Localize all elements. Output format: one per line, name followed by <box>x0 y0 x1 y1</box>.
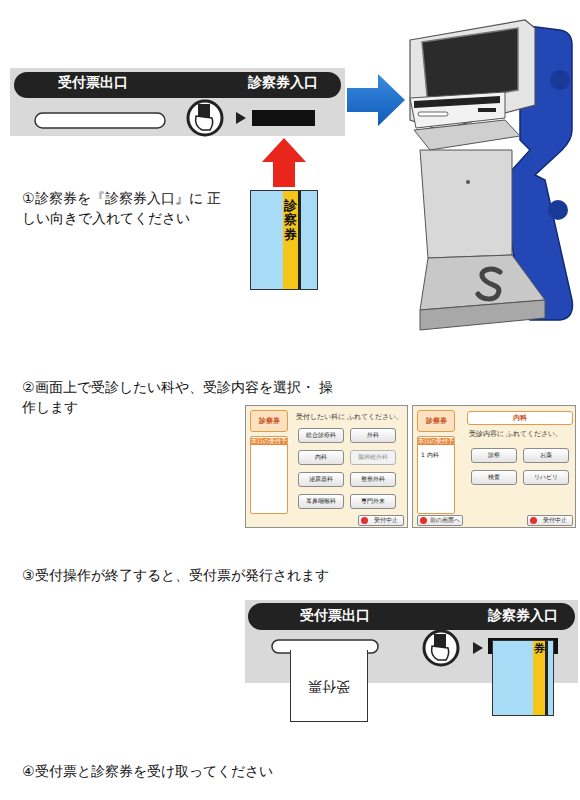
cancel-icon <box>530 517 537 524</box>
today-list: 本日の受付予定 1 内科 <box>417 436 455 514</box>
step-text: ①診察券を『診察券入口』に 正しい向きで入れてください <box>22 188 222 229</box>
node-text: 診察券入口 <box>248 74 318 92</box>
screen: 受診内容に ふれてください。 診察券本日の受付予定 1 内科 内科診察 お薬検査 リハビリ… <box>412 405 576 528</box>
kiosk-neck <box>414 120 520 150</box>
cancel-button: 受付中止 <box>527 515 573 526</box>
receipt-ticket: 受付票 <box>290 650 368 722</box>
red-arrow <box>262 138 306 187</box>
menu-button: 泌尿器科 <box>298 472 344 487</box>
today-list: 本日の受付予定 <box>250 436 288 514</box>
kiosk-speaker <box>548 200 568 220</box>
node-text: 診察券 <box>259 416 280 426</box>
node-text: 受診内容に ふれてください。 <box>469 430 562 439</box>
node-text: 内科 <box>513 413 527 423</box>
kiosk-card-slot <box>478 108 496 112</box>
back-button: 前の画面へ <box>417 515 463 526</box>
node-text: 内科 <box>315 453 327 462</box>
menu-button: 検査 <box>471 470 517 485</box>
node-text: 検査 <box>488 473 500 482</box>
node-text: 診察券入口 <box>488 607 558 625</box>
node-text: お薬 <box>540 451 552 460</box>
panel-ground <box>10 68 345 136</box>
exam-card: 券 <box>492 640 554 716</box>
node-text: 本日の受付予定 <box>251 438 287 445</box>
exam-card: 診察券 <box>250 190 318 290</box>
card-slot <box>252 110 315 126</box>
node-text: 受付したい科に ふれてください。 <box>296 413 403 422</box>
blue-arrow <box>347 74 405 126</box>
icon-hand <box>432 646 449 660</box>
menu-button: 診察 <box>471 448 517 463</box>
kiosk-body <box>420 150 512 258</box>
menu-button: 脳神経外科 <box>350 450 396 465</box>
cancel-icon <box>361 517 368 524</box>
node-text: 整形外科 <box>361 475 385 484</box>
title-bar: 内科 <box>467 411 573 425</box>
panel-strip: 受付票出口 診察券入口 <box>10 68 345 136</box>
node-text: 外科 <box>367 431 379 440</box>
label-bar <box>14 72 341 98</box>
kiosk-head <box>410 20 535 130</box>
kiosk-lock <box>466 180 470 184</box>
kiosk-ticket-slot <box>418 112 448 116</box>
cancel-button: 受付中止 <box>358 515 404 526</box>
node-text: 1 内科 <box>421 451 439 460</box>
screen: 受付したい科に ふれてください。 診察券本日の受付予定 総合診療科 外科内科 脳神経外科… <box>245 405 408 528</box>
node-text: 脳神経外科 <box>358 453 388 462</box>
cancel-icon <box>420 517 427 524</box>
card-header: 診察券 <box>417 410 455 432</box>
menu-button: 内科 <box>298 450 344 465</box>
kiosk-label-bar <box>414 96 500 108</box>
node-text: 専門外来 <box>361 497 385 506</box>
icon-hand <box>196 116 213 130</box>
node-text: 診察券 <box>426 416 447 426</box>
step-text: ②画面上で受診したい科や、受診内容を選択・ 操作します <box>22 377 334 418</box>
node-text: 本日の受付予定 <box>418 438 454 445</box>
menu-button: 整形外科 <box>350 472 396 487</box>
node-text: 前の画面へ <box>430 517 460 524</box>
insert-icon <box>188 101 222 135</box>
node-text: 受付中止 <box>374 517 398 524</box>
insert-icon <box>424 631 458 665</box>
node-text: 診察券 <box>284 199 297 242</box>
kiosk-speaker <box>550 70 570 90</box>
kiosk-base-front <box>420 300 545 330</box>
arrow-shape <box>262 138 306 187</box>
ticket-slot <box>35 113 165 128</box>
node-text: 券 <box>534 643 545 655</box>
node-text: 受付中止 <box>543 517 567 524</box>
menu-button: 専門外来 <box>350 494 396 509</box>
node-text: リハビリ <box>534 473 558 482</box>
direction-triangle <box>473 642 483 654</box>
step-text: ③受付操作が終了すると、受付票が発行されます <box>22 565 542 585</box>
menu-button: リハビリ <box>523 470 569 485</box>
node-text: 泌尿器科 <box>309 475 333 484</box>
node-text: 受付票出口 <box>58 74 128 92</box>
label-bar <box>248 603 575 630</box>
direction-triangle <box>236 112 246 124</box>
node-text: 診察 <box>488 451 500 460</box>
node-text: 耳鼻咽喉科 <box>306 497 336 506</box>
card-header: 診察券 <box>250 410 288 432</box>
menu-button: 外科 <box>350 428 396 443</box>
menu-button: 総合診療科 <box>298 428 344 443</box>
node-text: 受付票 <box>308 677 350 695</box>
menu-button: 耳鼻咽喉科 <box>298 494 344 509</box>
node-text: 総合診療科 <box>306 431 336 440</box>
menu-button: お薬 <box>523 448 569 463</box>
kiosk-logo <box>478 269 500 299</box>
step-text: ④受付票と診察券を受け取ってください <box>22 761 542 781</box>
node-text: 受付票出口 <box>300 607 370 625</box>
